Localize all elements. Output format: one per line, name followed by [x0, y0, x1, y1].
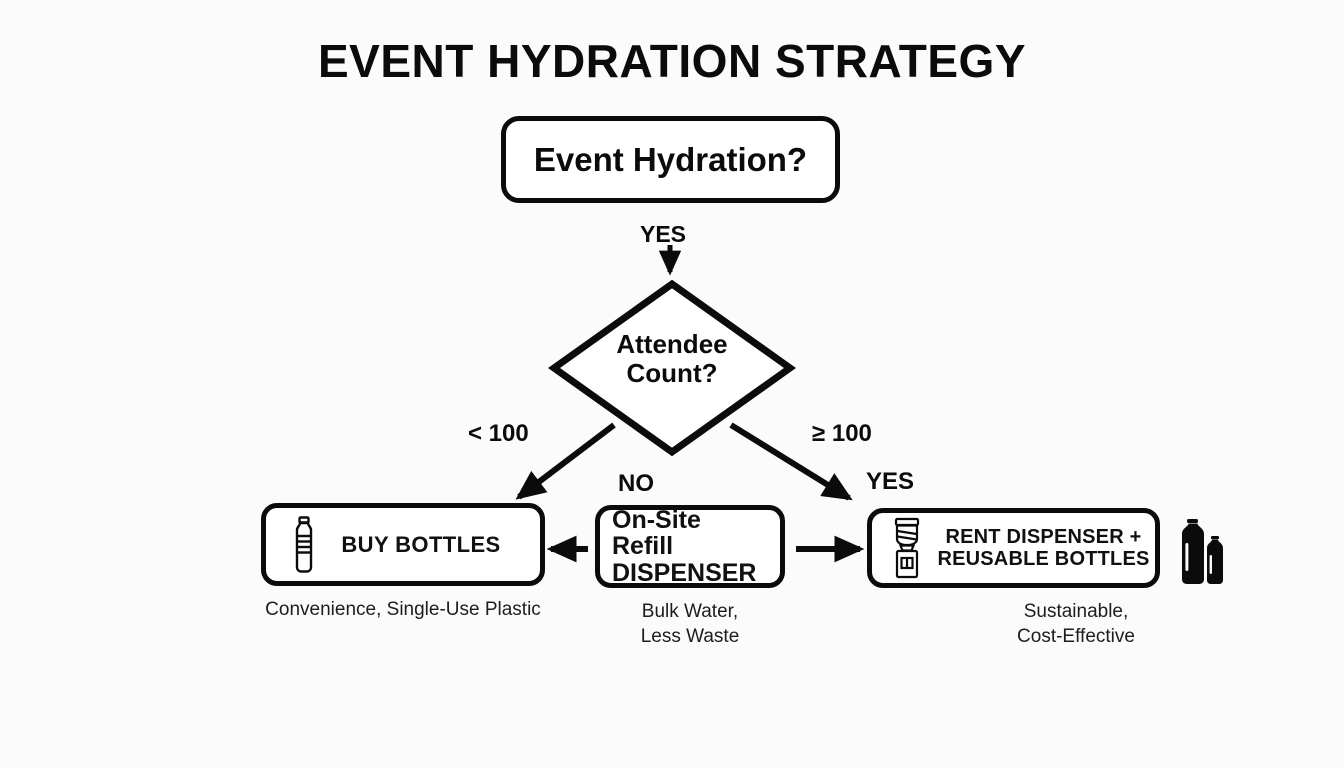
node-refill-dispenser-label: On-Site Refill DISPENSER: [612, 507, 768, 587]
node-rent-dispenser[interactable]: RENT DISPENSER + REUSABLE BOTTLES: [867, 508, 1160, 588]
caption-rent-line2: Cost-Effective: [1017, 625, 1135, 647]
node-refill-line1: On-Site Refill: [612, 505, 701, 561]
reusable-bottles-icon: [1174, 516, 1230, 588]
node-rent-dispenser-label: RENT DISPENSER + REUSABLE BOTTLES: [928, 526, 1155, 571]
caption-refill-dispenser: Bulk Water, Less Waste: [580, 600, 800, 649]
caption-buy-bottles: Convenience, Single-Use Plastic: [265, 599, 541, 620]
node-buy-bottles-label: BUY BOTTLES: [341, 531, 501, 557]
node-decision[interactable]: [548, 278, 796, 458]
node-decision-line1: Attendee: [616, 329, 728, 359]
node-start[interactable]: Event Hydration?: [501, 116, 840, 203]
water-cooler-icon: [886, 517, 928, 579]
caption-refill-line2: Less Waste: [640, 625, 740, 647]
node-refill-dispenser[interactable]: On-Site Refill DISPENSER: [595, 505, 785, 588]
caption-rent-line1: Sustainable,: [1023, 601, 1129, 622]
edge-label-at-least-100: ≥ 100: [812, 420, 872, 447]
node-rent-line2: REUSABLE BOTTLES: [937, 548, 1150, 570]
page-title: EVENT HYDRATION STRATEGY: [318, 35, 1026, 87]
water-bottle-icon: [288, 515, 320, 574]
node-start-label: Event Hydration?: [533, 140, 808, 178]
node-rent-line1: RENT DISPENSER +: [945, 525, 1142, 548]
caption-refill-line1: Bulk Water,: [641, 601, 739, 622]
edge-label-no: NO: [618, 470, 654, 497]
node-decision-line2: Count?: [626, 358, 718, 389]
edge-label-start-yes: YES: [640, 221, 687, 247]
edge-label-less-than-100: < 100: [468, 420, 529, 447]
node-decision-label: Attendee Count?: [548, 329, 796, 389]
node-buy-bottles[interactable]: BUY BOTTLES: [261, 503, 545, 586]
caption-rent-dispenser: Sustainable, Cost-Effective: [960, 600, 1192, 649]
node-refill-line2: DISPENSER: [612, 558, 757, 587]
edge-label-yes: YES: [866, 468, 915, 495]
